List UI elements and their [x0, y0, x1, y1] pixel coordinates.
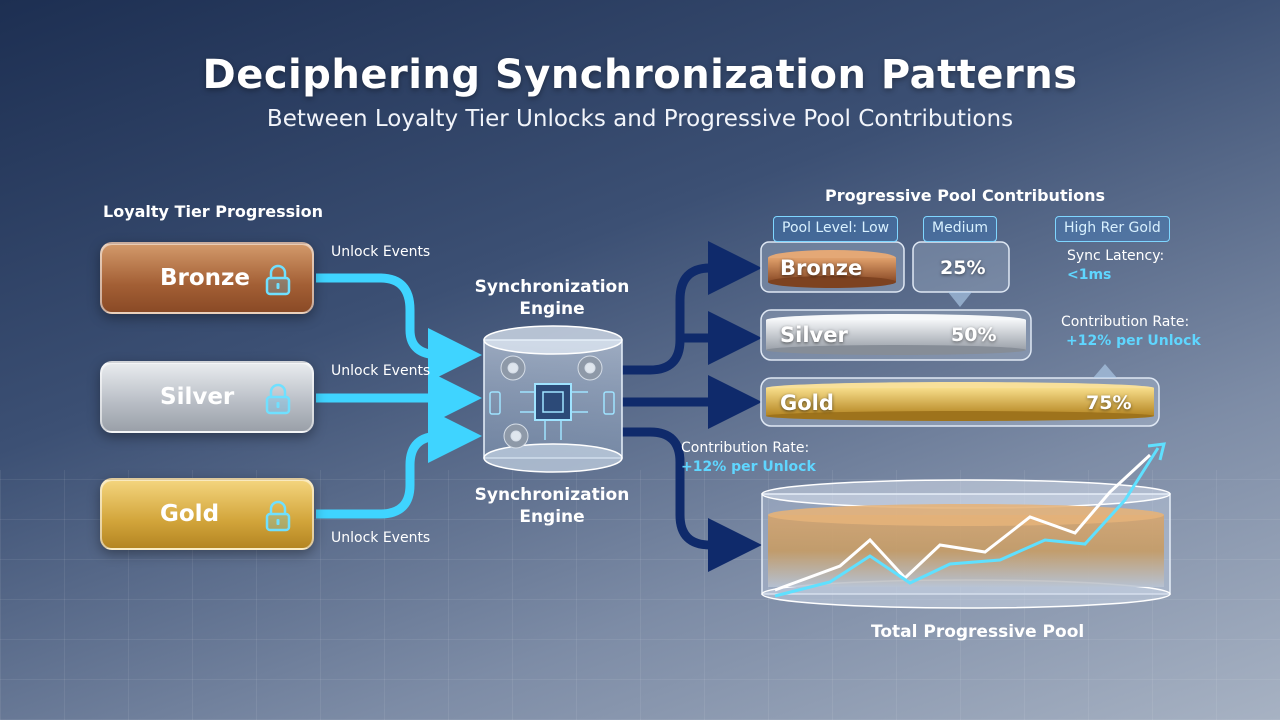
- callout-pointer-gold: [1093, 364, 1117, 378]
- trend-arrow-head: [1147, 442, 1166, 461]
- arrow-bronze-to-engine: [316, 273, 482, 382]
- lock-icon: [265, 264, 291, 296]
- chip-icon: [520, 383, 588, 440]
- sync-latency-value: <1ms: [1067, 267, 1112, 283]
- disk-label-bronze: Bronze: [780, 256, 863, 280]
- unlock-events-label: Unlock Events: [331, 244, 431, 260]
- page-subtitle: Between Loyalty Tier Unlocks and Progres…: [266, 106, 1014, 132]
- gear-icon: [500, 355, 603, 449]
- disk-percent-silver: 50%: [951, 324, 997, 346]
- tier-label: Gold: [160, 501, 220, 527]
- pool-disk-gold: [760, 377, 1160, 427]
- tier-label: Bronze: [160, 265, 251, 291]
- contribution-rate-label: Contribution Rate:: [1061, 314, 1190, 330]
- contribution-rate-value-2: +12% per Unlock: [681, 459, 816, 475]
- engine-label-bottom: Synchronization Engine: [474, 485, 630, 527]
- total-pool-container: [761, 479, 1171, 609]
- arrow-gold-to-engine: [316, 409, 482, 519]
- tier-card-bronze: Bronze: [100, 242, 314, 314]
- lock-icon: [265, 383, 291, 415]
- callout-pointer: [948, 292, 972, 307]
- disk-percent-gold: 75%: [1086, 392, 1132, 414]
- contribution-rate-label-2: Contribution Rate:: [681, 440, 810, 456]
- pill-medium: Medium: [923, 216, 997, 242]
- total-pool-label: Total Progressive Pool: [871, 622, 1085, 642]
- disk-percent-bronze: 25%: [940, 257, 986, 279]
- tier-label: Silver: [160, 384, 235, 410]
- disk-label-gold: Gold: [780, 391, 834, 415]
- unlock-events-label: Unlock Events: [331, 363, 431, 379]
- sync-latency-label: Sync Latency:: [1067, 248, 1165, 264]
- pool-section-label: Progressive Pool Contributions: [825, 186, 1105, 205]
- arrow-engine-to-bronze: [622, 241, 762, 375]
- trend-line-cyan: [774, 447, 1160, 598]
- contribution-rate-value: +12% per Unlock: [1066, 333, 1201, 349]
- trend-line-white: [774, 453, 1152, 592]
- tier-card-silver: Silver: [100, 361, 314, 433]
- unlock-events-label: Unlock Events: [331, 530, 431, 546]
- engine-label-top: Synchronization Engine: [474, 277, 630, 319]
- disk-label-silver: Silver: [780, 323, 848, 347]
- pill-high: High Rer Gold: [1055, 216, 1170, 242]
- tier-section-label: Loyalty Tier Progression: [103, 202, 323, 221]
- pool-disk-silver: [760, 309, 1032, 361]
- pill-pool-level-low: Pool Level: Low: [773, 216, 899, 242]
- lock-icon: [265, 500, 291, 532]
- tier-card-gold: Gold: [100, 478, 314, 550]
- arrow-engine-to-pool: [622, 427, 762, 572]
- pool-disk-bronze: [760, 241, 905, 293]
- sync-engine: [483, 325, 623, 473]
- page-title: Deciphering Synchronization Patterns: [202, 52, 1078, 98]
